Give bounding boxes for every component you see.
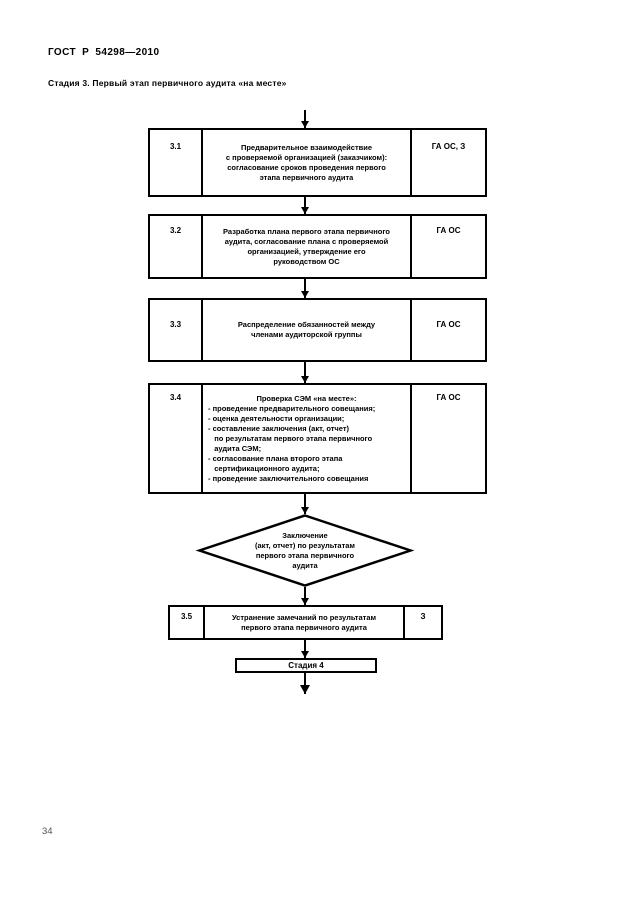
step-description-title: Проверка СЭМ «на месте»: <box>256 393 357 403</box>
step-responsible: ГА ОС, З <box>410 130 485 195</box>
step-responsible: З <box>403 607 441 638</box>
step-number: 3.1 <box>150 130 203 195</box>
step-box-3-4: 3.4 Проверка СЭМ «на месте»: - проведени… <box>148 383 487 494</box>
step-description: Проверка СЭМ «на месте»: - проведение пр… <box>203 385 410 492</box>
flow-arrow-out <box>300 673 310 694</box>
step-description: Разработка плана первого этапа первичног… <box>223 226 390 266</box>
step-number: 3.3 <box>150 300 203 360</box>
step-responsible: ГА ОС <box>410 300 485 360</box>
step-box-3-2: 3.2 Разработка плана первого этапа перви… <box>148 214 487 279</box>
doc-number: ГОСТ Р 54298—2010 <box>48 47 160 58</box>
terminal-box: Стадия 4 <box>235 658 377 673</box>
flow-arrow-in <box>301 110 309 128</box>
flow-arrow-1-2 <box>301 197 309 214</box>
flow-arrow-2-3 <box>301 279 309 298</box>
flow-arrow-3-4 <box>301 362 309 383</box>
flow-arrow-decision-5 <box>301 587 309 605</box>
step-number: 3.5 <box>170 607 205 638</box>
flow-arrow-4-decision <box>301 494 309 514</box>
decision-diamond-shape <box>195 514 415 587</box>
flow-arrow-5-terminal <box>301 640 309 658</box>
step-responsible: ГА ОС <box>410 385 485 492</box>
step-number: 3.4 <box>150 385 203 492</box>
step-responsible: ГА ОС <box>410 216 485 277</box>
step-description-list: - проведение предварительного совещания;… <box>208 403 376 483</box>
stage-title: Стадия 3. Первый этап первичного аудита … <box>48 78 287 88</box>
page-number: 34 <box>42 826 53 837</box>
step-number: 3.2 <box>150 216 203 277</box>
